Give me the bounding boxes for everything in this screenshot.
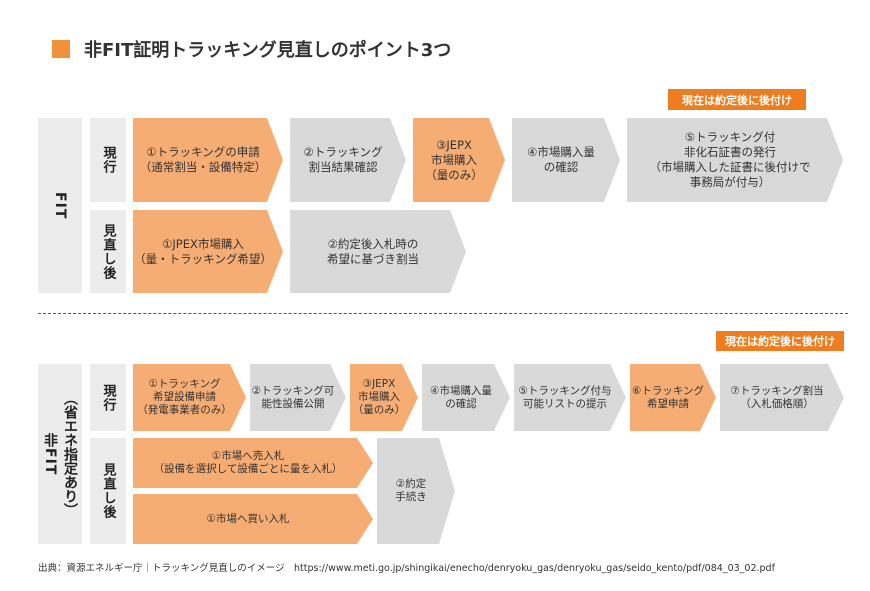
nonfit-sublabel: （省エネ指定あり） [62, 391, 78, 517]
fit-revised-step-2: ②約定後入札時の 希望に基づき割当 [290, 210, 466, 293]
nonfit-section-label: 非FIT （省エネ指定あり） [38, 364, 82, 544]
nonfit-current-step-7: ⑦トラッキング割当 （入札価格順） [720, 364, 844, 431]
fit-current-step-2: ②トラッキング 割当結果確認 [290, 118, 406, 202]
nonfit-revised-label: 見直し後 [100, 463, 116, 519]
nonfit-revised-row-label: 見直し後 [90, 438, 126, 544]
nonfit-current-step-1: ①トラッキング 希望設備申請 （発電事業者のみ） [133, 364, 246, 431]
page-title: 非FIT証明トラッキング見直しのポイント3つ [84, 40, 452, 61]
fit-section-label: FIT [38, 118, 82, 293]
fit-current-label: 現行 [100, 146, 116, 174]
nonfit-badge: 現在は約定後に後付け [716, 331, 844, 351]
nonfit-revised-step-buy: ①市場へ買い入札 [133, 494, 373, 544]
fit-revised-step-1: ①JPEX市場購入 （量・トラッキング希望） [133, 210, 283, 293]
nonfit-current-step-3: ③JEPX 市場購入 （量のみ） [350, 364, 418, 431]
nonfit-current-step-2: ②トラッキング可 能性設備公開 [250, 364, 346, 431]
fit-revised-label: 見直し後 [100, 223, 116, 280]
fit-badge: 現在は約定後に後付け [668, 89, 806, 110]
nonfit-label: 非FIT [42, 432, 58, 476]
fit-current-step-1: ①トラッキングの申請 （通常割当・設備特定） [133, 118, 283, 202]
nonfit-current-step-4: ④市場購入量 の確認 [422, 364, 510, 431]
nonfit-revised-step-sell: ①市場へ売入札 （設備を選択して設備ごとに量を入札） [133, 438, 373, 488]
fit-current-step-5: ⑤トラッキング付 非化石証書の発行 （市場購入した証書に後付けで 事務局が付与） [627, 118, 843, 202]
fit-current-step-3: ③JEPX 市場購入 （量のみ） [413, 118, 505, 202]
nonfit-current-step-5: ⑤トラッキング付与 可能リストの提示 [514, 364, 626, 431]
fit-revised-row-label: 見直し後 [90, 210, 126, 293]
nonfit-current-step-6: ⑥トラッキング 希望申請 [630, 364, 716, 431]
section-divider [38, 313, 848, 314]
nonfit-current-row-label: 現行 [90, 364, 126, 431]
fit-label: FIT [52, 191, 68, 220]
nonfit-current-label: 現行 [100, 383, 116, 412]
nonfit-revised-step-2: ②約定 手続き [377, 438, 455, 544]
fit-current-row-label: 現行 [90, 118, 126, 202]
title-marker-icon [52, 40, 70, 58]
fit-current-step-4: ④市場購入量 の確認 [512, 118, 620, 202]
source-note: 出典：資源エネルギー庁｜トラッキング見直しのイメージ https://www.m… [38, 563, 775, 574]
